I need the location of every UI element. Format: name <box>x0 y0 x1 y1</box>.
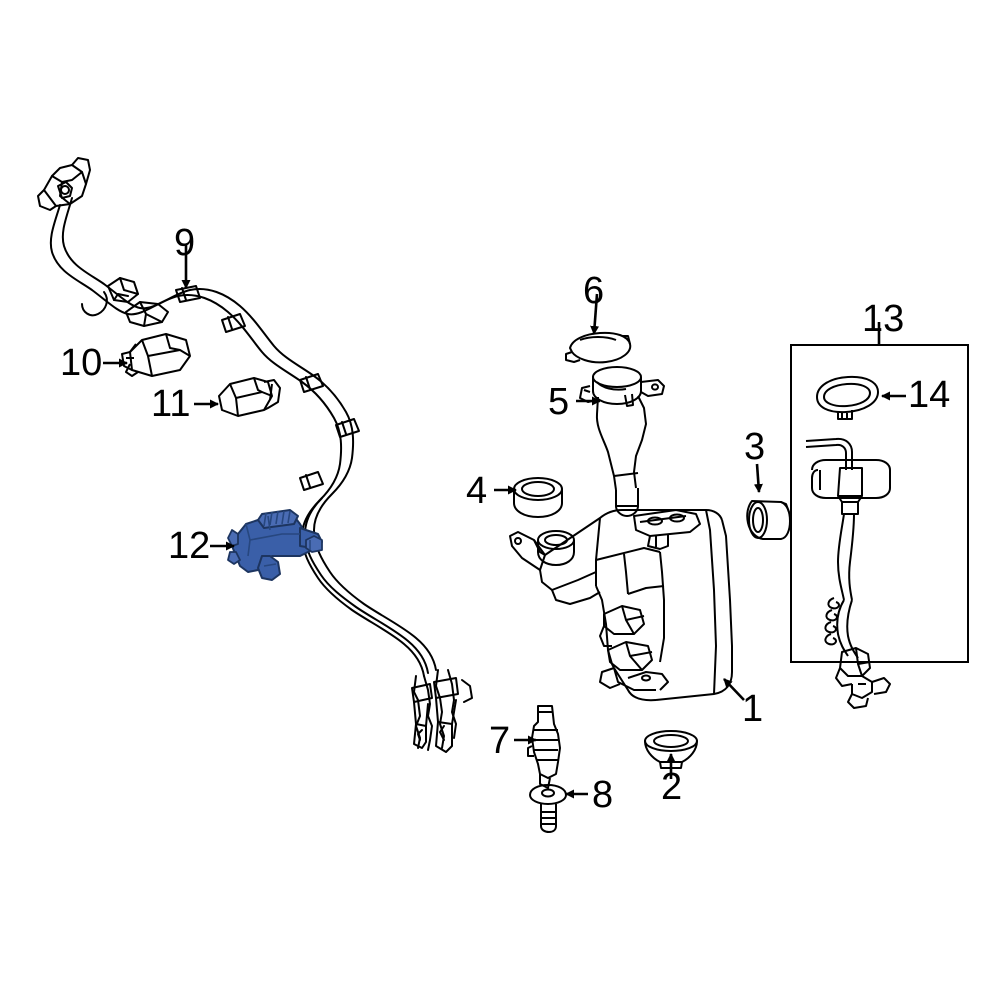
part-1-reservoir <box>509 509 733 702</box>
callout-label-12: 12 <box>168 525 211 567</box>
callout-leaders <box>103 245 906 799</box>
callout-label-7: 7 <box>489 720 511 762</box>
callout-label-3: 3 <box>744 426 766 468</box>
part-14-nozzle-cover <box>816 375 879 420</box>
callout-label-13: 13 <box>862 298 905 340</box>
callout-label-9: 9 <box>174 222 196 264</box>
callout-label-4: 4 <box>466 470 488 512</box>
callout-label-2: 2 <box>661 766 683 808</box>
hose-assembly-group <box>37 157 473 753</box>
callout-label-14: 14 <box>908 374 951 416</box>
callout-label-5: 5 <box>548 381 570 423</box>
part-8-bolt <box>529 784 567 833</box>
part-11-connector <box>218 377 281 417</box>
callout-label-8: 8 <box>592 774 614 816</box>
leader-1 <box>723 678 745 701</box>
part-10-connector <box>121 333 191 377</box>
leader-3 <box>753 463 763 493</box>
callout-label-1: 1 <box>742 688 764 730</box>
callout-label-11: 11 <box>151 383 191 425</box>
part-7-washer-pump <box>527 705 561 789</box>
callout-label-6: 6 <box>583 270 605 312</box>
part-4-seal <box>513 477 563 518</box>
part-3-plug <box>746 500 791 540</box>
callout-label-10: 10 <box>60 342 103 384</box>
part-12-highlighted-bracket <box>227 509 323 581</box>
part-13-nozzle-assembly <box>805 437 891 709</box>
part-5-filler-neck <box>579 366 665 517</box>
leader-6 <box>590 293 600 335</box>
part-6-filler-cap <box>565 331 632 364</box>
